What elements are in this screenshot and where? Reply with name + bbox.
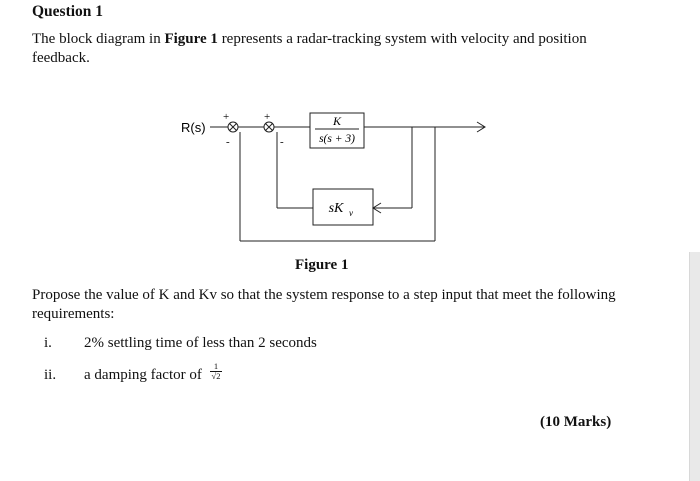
velocity-feedback-label: sK	[329, 201, 344, 216]
question-heading: Question 1	[32, 3, 104, 20]
scrollbar[interactable]	[689, 252, 700, 481]
requirement-text: a damping factor of	[84, 367, 202, 383]
input-label: R(s)	[181, 120, 206, 135]
requirement-item: i. 2% settling time of less than 2 second…	[44, 335, 317, 352]
intro-figure-ref: Figure 1	[164, 31, 218, 47]
damping-fraction: 1 √2	[210, 362, 222, 381]
junction2-minus: -	[280, 136, 284, 148]
question-intro: The block diagram in Figure 1 represents…	[32, 30, 632, 68]
figure-caption: Figure 1	[295, 257, 349, 273]
fraction-denominator: √2	[211, 371, 221, 381]
requirement-text: 2% settling time of less than 2 seconds	[84, 335, 317, 351]
velocity-feedback-subscript: v	[349, 208, 353, 218]
block-diagram: R(s) + - + - K s(s + 3) sK v	[181, 111, 486, 242]
question-prompt: Propose the value of K and Kv so that th…	[32, 287, 616, 322]
requirement-item: ii. a damping factor of	[44, 367, 202, 384]
plant-numerator: K	[332, 114, 342, 128]
velocity-feedback-block	[312, 188, 374, 226]
fraction-numerator: 1	[210, 362, 222, 372]
requirement-number: i.	[44, 335, 52, 351]
requirement-number: ii.	[44, 367, 57, 383]
junction1-minus: -	[226, 136, 230, 148]
plant-block	[309, 112, 365, 149]
marks-label: (10 Marks)	[540, 414, 612, 430]
intro-text-start: The block diagram in	[32, 31, 165, 47]
plant-denominator: s(s + 3)	[319, 133, 355, 145]
junction2-plus: +	[264, 111, 270, 123]
junction1-plus: +	[223, 111, 229, 123]
intro-text-end: represents a radar-tracking system with …	[32, 31, 587, 66]
